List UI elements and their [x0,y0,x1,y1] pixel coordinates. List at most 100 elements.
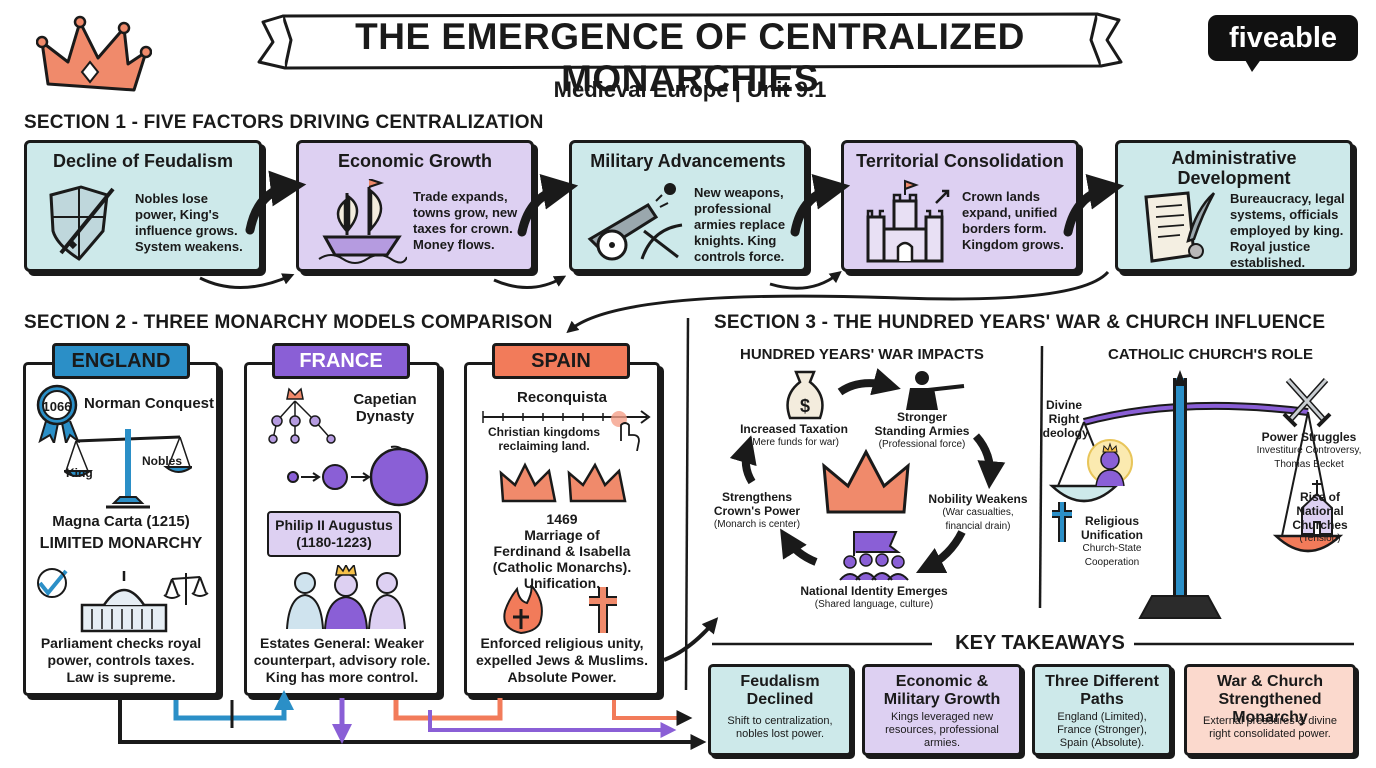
england-desc-line: Law is supreme. [66,669,176,685]
national-churches-line: Rise of [1299,490,1340,504]
factor-desc-line: New weapons, [694,185,784,200]
takeaway-title-line: Three Different [1045,673,1159,690]
england-desc-line: Parliament checks royal [40,635,202,651]
factor-desc-line: Bureaucracy, legal [1230,191,1345,206]
crowd-flag-icon [839,531,909,581]
model-spain: Reconquista Christian kingdoms reclaimin… [464,362,660,696]
badge-icon [36,384,80,443]
england-desc-line: power, controls taxes. [47,652,195,668]
factor-desc-line: professional [694,201,772,216]
factor-title: Decline of Feudalism [52,151,234,171]
castle-icon [866,179,950,263]
tab-england: ENGLAND [52,343,190,379]
capitol-icon [37,568,209,633]
badge-year: 1066 [42,399,72,414]
factor-desc-line: taxes for crown. [413,221,513,236]
church-heading: CATHOLIC CHURCH'S ROLE [1108,346,1313,363]
divine-right-line: Right [1048,412,1080,426]
taxation-sub: (Mere funds for war) [748,437,840,448]
scale-nobles-label: Nobles [142,454,183,468]
tab-spain: SPAIN [492,343,630,379]
armies-sub: (Professional force) [878,439,966,450]
takeaway-title-line: Feudalism [740,673,820,690]
armies-label: Standing Armies [874,424,970,438]
brand-logo-tail [1244,58,1262,72]
church-scales-icon [1048,370,1344,619]
nobility-label: Nobility Weakens [928,492,1028,506]
national-churches-sub: (Tension) [1299,533,1341,544]
national-churches-line: National [1296,504,1344,518]
factor-title-line: Development [1177,168,1291,188]
crossed-swords-icon [1282,377,1332,428]
spain-desc-line: Enforced religious unity, [480,635,644,651]
factor-decline-feudalism: Decline of Feudalism Nobles lose power, … [24,140,262,272]
soldier-icon [906,371,965,410]
factor-desc-line: knights. King [694,233,777,248]
religious-unification-sub: Cooperation [1084,557,1140,568]
factor-desc-line: employed by king. [1230,223,1344,238]
cross-icon [1052,502,1072,542]
war-cycle: $ [729,368,1006,581]
factor-desc-line: Crown lands [962,189,1041,204]
marriage-line: Ferdinand & Isabella [493,543,631,559]
france-desc-line: Estates General: Weaker [260,635,424,651]
factor-desc-line: power, King's [135,207,219,222]
title-banner [257,12,1123,70]
crown-icon [36,15,152,92]
takeaway-desc-line: Spain (Absolute). [1059,737,1145,749]
factor-economic-growth: Economic Growth Trade expands, towns gro… [296,140,534,272]
takeaways-rule [712,642,1354,646]
takeaway-title-line: Paths [1080,691,1124,708]
scales-icon [64,429,192,509]
factor-desc-line: towns grow, new [413,205,518,220]
kingdoms-line: reclaiming land. [498,439,590,453]
brand-logo: fiveable [1208,15,1358,61]
nobility-sub: (War casualties, [942,507,1014,518]
factor-territorial-consolidation: Territorial Consolidation Crown lands ex… [841,140,1079,272]
marriage-line: Marriage of [524,527,600,543]
divine-right-line: Divine [1045,398,1082,412]
takeaway-title-line: Military Growth [883,691,1001,708]
factor-title: Territorial Consolidation [856,151,1064,171]
kingdoms-line: Christian kingdoms [487,425,600,439]
ship-icon [318,179,407,264]
takeaway-title-line: War & Church [1216,673,1324,690]
takeaway-desc-line: nobles lost power. [735,728,825,740]
factor-desc-line: controls force. [694,249,785,264]
factor-desc-line: expand, unified [962,205,1058,220]
reconquista-label: Reconquista [516,389,607,406]
takeaway-title-line: Strengthened Monarchy [1218,691,1322,726]
takeaway-desc-line: Shift to centralization, [727,715,833,727]
model-france: Capetian Dynasty Philip II Augustus (118… [244,362,440,696]
factor-desc-line: Royal justice [1230,239,1311,254]
takeaway-economic-military: Economic & Military Growth Kings leverag… [862,664,1022,756]
takeaway-feudalism: Feudalism Declined Shift to centralizati… [708,664,852,756]
factor-administrative-development: Administrative Development Bureaucracy, … [1115,140,1353,272]
taxation-label: Increased Taxation [740,422,848,436]
france-desc-line: counterpart, advisory role. [253,652,431,668]
philip-line: Philip II Augustus [275,517,393,533]
cannon-icon [587,183,683,261]
factor-desc-line: systems, officials [1230,207,1339,222]
scroll-quill-icon [1144,191,1216,263]
identity-sub: (Shared language, culture) [814,599,934,610]
factor-desc-line: borders form. [962,221,1047,236]
page-title: THE EMERGENCE OF CENTRALIZED MONARCHIES [355,16,1025,99]
takeaway-desc-line: England (Limited), [1057,711,1147,723]
power-struggles-sub: Thomas Becket [1274,459,1344,470]
spain-desc-line: expelled Jews & Muslims. [476,652,648,668]
takeaway-title-line: Economic & [895,673,989,690]
tab-france: FRANCE [272,343,410,379]
factor-desc-line: Nobles lose [135,191,208,206]
magna-carta-label: Magna Carta (1215) [52,513,190,530]
takeaways-heading: KEY TAKEAWAYS [955,632,1125,654]
war-heading: HUNDRED YEARS' WAR IMPACTS [740,346,984,363]
takeaway-desc-line: armies. [923,737,961,749]
marriage-line: (Catholic Monarchs). [492,559,632,575]
takeaway-desc-line: resources, professional [885,724,999,736]
shield-sword-icon [49,185,115,261]
factor-title: Economic Growth [337,151,492,171]
section2-title: SECTION 2 - THREE MONARCHY MODELS COMPAR… [24,312,553,333]
takeaway-three-paths: Three Different Paths England (Limited),… [1032,664,1172,756]
religious-unification-line: Unification [1081,528,1143,542]
